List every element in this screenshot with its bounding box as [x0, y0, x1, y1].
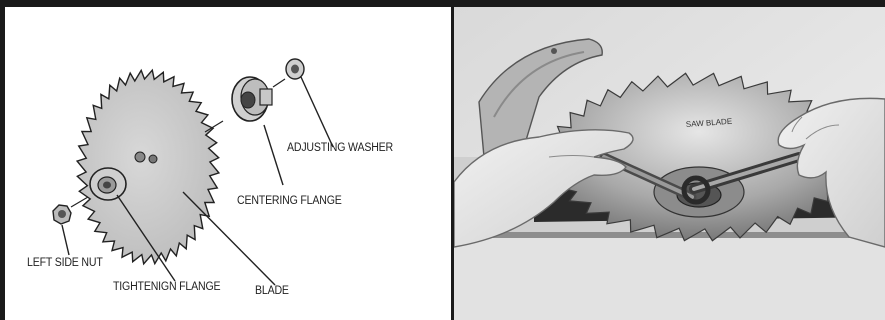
centering-flange-drawing [232, 77, 272, 121]
exploded-diagram [5, 7, 451, 320]
label-centering-flange: CENTERING FLANGE [237, 195, 342, 207]
tightening-flange-drawing [90, 168, 126, 200]
left-side-nut-drawing [53, 205, 71, 224]
label-tightening-flange: TIGHTENIGN FLANGE [113, 281, 220, 293]
exploded-diagram-panel: ADJUSTING WASHER CENTERING FLANGE LEFT S… [0, 0, 454, 320]
label-blade: BLADE [255, 285, 289, 297]
photo-drawing: SAW BLADE [454, 7, 885, 320]
label-left-side-nut: LEFT SIDE NUT [27, 257, 103, 269]
blade-drawing [77, 70, 219, 264]
adjusting-washer-drawing [286, 59, 304, 79]
blade-change-photo: SAW BLADE [454, 0, 885, 320]
arbor-hole [149, 155, 157, 163]
label-adjusting-washer: ADJUSTING WASHER [287, 142, 393, 154]
